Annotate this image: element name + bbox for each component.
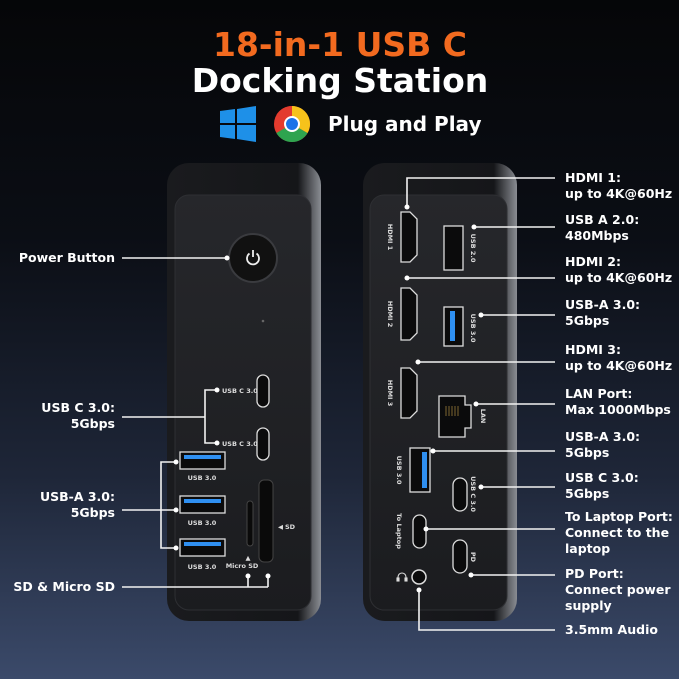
headphone-icon — [396, 572, 408, 582]
to-laptop-label: To Laptop — [395, 513, 403, 549]
callout-lan-desc: Max 1000Mbps — [565, 402, 671, 417]
dock-front: USB 3.0 USB 3.0 USB 3.0 ▲ Micro SD ◀ SD … — [167, 163, 321, 621]
callout-pd-title: PD Port: — [565, 566, 624, 581]
callout-usbc-title: USB C 3.0: — [565, 470, 639, 485]
back-callouts: HDMI 1: up to 4K@60Hz USB A 2.0: 480Mbps… — [565, 170, 673, 637]
back-callout-lines — [404, 177, 555, 631]
hdmi3-label: HDMI 3 — [386, 380, 394, 407]
usba-port-label: USB 3.0 — [188, 474, 217, 482]
callout-usba-speed: 5Gbps — [71, 505, 115, 520]
callout-usba-title: USB-A 3.0: — [40, 489, 115, 504]
usb2-port — [443, 225, 464, 271]
lan-label: LAN — [479, 409, 487, 424]
hdmi3-port — [400, 367, 418, 419]
front-callout-lines — [122, 255, 271, 588]
usba-port — [179, 538, 226, 557]
callout-laptop-title: To Laptop Port: — [565, 509, 673, 524]
hdmi2-label: HDMI 2 — [386, 301, 394, 328]
sd-slot — [258, 479, 274, 563]
usbc-port — [256, 427, 270, 461]
callout-usb2-desc: 480Mbps — [565, 228, 629, 243]
callout-pd-desc: Connect power — [565, 582, 671, 597]
usba-port-label: USB 3.0 — [188, 563, 217, 571]
callout-hdmi1-desc: up to 4K@60Hz — [565, 186, 672, 201]
callout-hdmi2-desc: up to 4K@60Hz — [565, 270, 672, 285]
callout-usbc-desc: 5Gbps — [565, 486, 609, 501]
callout-usbc-title: USB C 3.0: — [41, 400, 115, 415]
title-line1: 18-in-1 USB C — [213, 25, 467, 64]
microsd-label: Micro SD — [226, 562, 259, 570]
power-button[interactable] — [228, 233, 278, 283]
led-indicator — [261, 319, 265, 323]
callout-usba-desc: 5Gbps — [565, 445, 609, 460]
callout-laptop-desc: laptop — [565, 541, 610, 556]
usb2-label: USB 2.0 — [469, 234, 477, 263]
callout-pd-desc: supply — [565, 598, 612, 613]
callout-usba-title: USB-A 3.0: — [565, 297, 640, 312]
usba-port — [179, 451, 226, 470]
callout-power-button: Power Button — [19, 250, 115, 265]
dock-back: HDMI 1 HDMI 2 HDMI 3 USB 2.0 USB 3.0 LAN… — [363, 163, 517, 621]
callout-laptop-desc: Connect to the — [565, 525, 669, 540]
callout-usba-desc: 5Gbps — [565, 313, 609, 328]
callout-audio: 3.5mm Audio — [565, 622, 658, 637]
usbc-label: USB C 3.0 — [469, 476, 477, 512]
audio-jack — [411, 569, 427, 585]
svg-text:◀: ◀ — [278, 523, 283, 531]
callout-usb2-title: USB A 2.0: — [565, 212, 639, 227]
callout-sd: SD & Micro SD — [13, 579, 115, 594]
hdmi1-label: HDMI 1 — [386, 224, 394, 251]
usbc-port-label: USB C 3.0 — [222, 387, 258, 395]
svg-text:▲: ▲ — [246, 554, 251, 562]
callout-usba-title: USB-A 3.0: — [565, 429, 640, 444]
callout-usbc-speed: 5Gbps — [71, 416, 115, 431]
usbc-port — [256, 374, 270, 408]
callout-hdmi1-title: HDMI 1: — [565, 170, 621, 185]
chrome-logo-icon — [274, 105, 311, 143]
to-laptop-port — [412, 514, 427, 549]
plug-and-play-label: Plug and Play — [328, 112, 481, 136]
callout-hdmi3-title: HDMI 3: — [565, 342, 621, 357]
callout-hdmi3-desc: up to 4K@60Hz — [565, 358, 672, 373]
lan-port — [438, 395, 472, 438]
usb3-label: USB 3.0 — [469, 314, 477, 343]
usb3-label: USB 3.0 — [395, 456, 403, 485]
sd-label: SD — [285, 523, 296, 531]
callout-lan-title: LAN Port: — [565, 386, 632, 401]
pd-port — [452, 539, 468, 574]
callout-hdmi2-title: HDMI 2: — [565, 254, 621, 269]
windows-logo-icon — [220, 106, 256, 142]
usba-port-label: USB 3.0 — [188, 519, 217, 527]
title-line2: Docking Station — [192, 61, 489, 100]
hdmi1-port — [400, 211, 418, 263]
usba-port — [179, 495, 226, 514]
usbc-port-label: USB C 3.0 — [222, 440, 258, 448]
hdmi2-port — [400, 287, 418, 341]
microsd-slot — [246, 500, 254, 547]
pd-label: PD — [469, 552, 477, 563]
usbc-port — [452, 477, 468, 512]
power-icon — [246, 250, 260, 266]
